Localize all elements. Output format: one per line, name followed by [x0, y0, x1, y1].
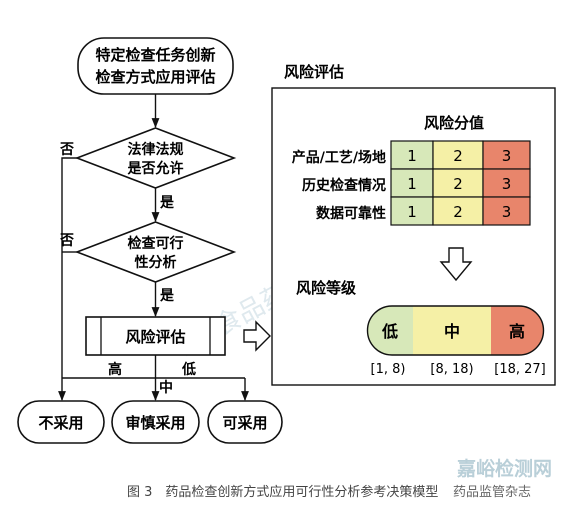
- down-arrow-icon: [439, 247, 473, 282]
- cell-value: 1: [407, 175, 417, 193]
- branch-low: 低: [181, 361, 196, 378]
- site-watermark: 嘉峪检测网: [456, 457, 552, 480]
- yes-label-1: 是: [160, 195, 175, 211]
- level-mid-label: 中: [444, 322, 460, 341]
- level-mid-range: [8, 18): [430, 362, 473, 377]
- outcome-caution: [111, 400, 200, 444]
- level-high-range: [18, 27]: [494, 362, 546, 377]
- cell-red: [482, 168, 531, 198]
- cell-value: 3: [502, 147, 512, 165]
- cell-red: [482, 196, 531, 226]
- risk-score-title: 风险分值: [424, 114, 484, 132]
- decision2-line1: 检查可行: [128, 235, 184, 252]
- row-label-product: 产品/工艺/场地: [292, 149, 386, 166]
- risk-panel-title: 风险评估: [284, 63, 344, 81]
- source-watermark: 药品监管杂志: [453, 485, 531, 500]
- cell-value: 2: [453, 203, 463, 221]
- level-low-range: [1, 8): [371, 362, 406, 377]
- outcome-accept: [207, 400, 283, 444]
- cell-value: 2: [453, 175, 463, 193]
- level-high-label: 高: [509, 322, 525, 341]
- link-arrow-icon: [243, 320, 271, 352]
- figure-caption: 图 3 药品检查创新方式应用可行性分析参考决策模型: [127, 484, 438, 500]
- cell-value: 1: [407, 147, 417, 165]
- cell-green: [390, 196, 434, 226]
- decision-law: [74, 127, 237, 189]
- branch-high: 高: [108, 361, 122, 378]
- process-label: 风险评估: [125, 328, 185, 346]
- no-label-1: 否: [59, 142, 74, 158]
- level-capsule-outline: [366, 305, 545, 356]
- cell-red: [482, 140, 531, 170]
- risk-level-bar: 低 中 高: [366, 305, 545, 356]
- level-mid-segment: [413, 306, 491, 355]
- cell-value: 3: [502, 203, 512, 221]
- cell-value: 2: [453, 147, 463, 165]
- level-high-segment: [491, 306, 544, 355]
- outcome-caution-label: 审慎采用: [125, 414, 185, 432]
- no-label-2: 否: [59, 233, 74, 249]
- row-label-history: 历史检查情况: [302, 177, 386, 194]
- risk-level-title: 风险等级: [296, 279, 357, 297]
- level-low-segment: [367, 306, 413, 355]
- branch-mid: 中: [159, 379, 173, 396]
- outcome-reject-label: 不采用: [38, 414, 83, 432]
- outcome-reject: [17, 400, 105, 444]
- risk-score-grid: 1 2 3 1 2 3 1 2 3: [390, 140, 531, 226]
- cell-value: 1: [407, 203, 417, 221]
- start-line1: 特定检查任务创新: [95, 46, 215, 64]
- yes-label-2: 是: [160, 288, 175, 304]
- cell-green: [390, 140, 434, 170]
- cell-value: 3: [502, 175, 512, 193]
- decision1-line2: 是否允许: [128, 160, 184, 177]
- start-line2: 检查方式应用评估: [95, 68, 215, 86]
- outcome-accept-label: 可采用: [222, 414, 267, 432]
- decision1-line1: 法律法规: [128, 141, 184, 158]
- decision2-line2: 性分析: [135, 254, 177, 271]
- cell-yellow: [432, 168, 484, 198]
- no-line-1: [61, 157, 77, 378]
- level-low-label: 低: [381, 322, 398, 341]
- decision-feasibility: [74, 221, 237, 283]
- row-label-data: 数据可靠性: [316, 205, 386, 222]
- process-risk-assessment: [85, 316, 226, 356]
